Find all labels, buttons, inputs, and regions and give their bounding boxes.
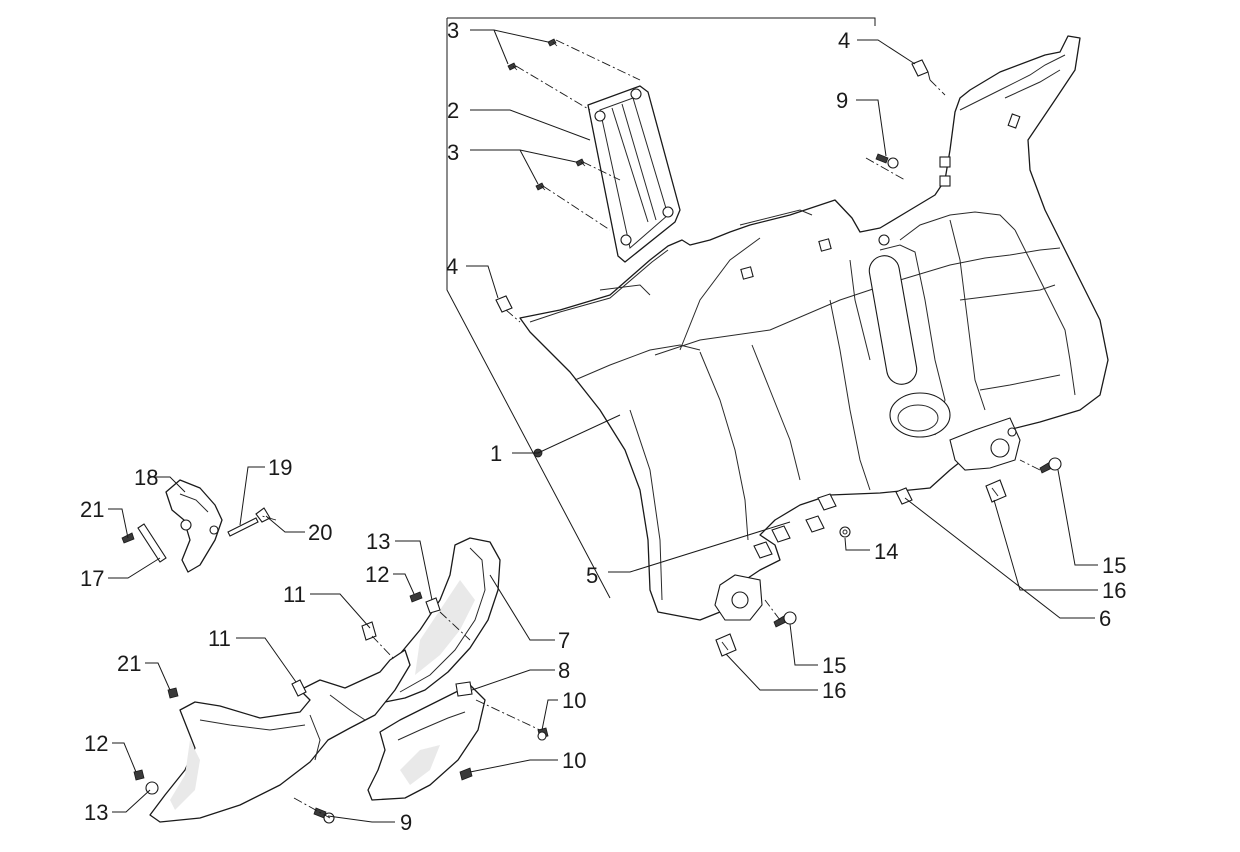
callout-7: 7 [558,628,570,653]
screw-15-lower [773,611,797,628]
callout-15-lower: 15 [822,653,846,678]
callout-9-lower: 9 [400,810,412,835]
screw-9-upper [875,153,899,169]
callout-5: 5 [586,563,598,588]
screw-10-lower [459,767,473,781]
callout-3-top: 3 [447,18,459,43]
lower-left-trim [149,621,411,823]
screw-21-lower [167,687,179,699]
clip-16-right [985,479,1007,503]
nut-14 [839,526,851,538]
callout-2: 2 [447,98,459,123]
callout-4-left: 4 [446,254,458,279]
clip-4-upper [911,59,931,81]
clip-20 [255,507,271,523]
callout-3-middle: 3 [447,140,459,165]
callout-12-lower: 12 [84,731,108,756]
callout-14: 14 [874,539,898,564]
leg-shield-panel [519,35,1109,621]
leader-lines [108,29,1098,823]
pin-19 [227,517,259,537]
callout-16-lower: 16 [822,678,846,703]
screw-10-upper [537,727,549,741]
callout-19: 19 [268,455,292,480]
callout-21-lower: 21 [117,651,141,676]
clips-lower-panel [753,493,837,559]
grille-panel [587,85,681,263]
callout-15-right: 15 [1102,553,1126,578]
callout-21-upper: 21 [80,497,104,522]
bracket-18 [165,479,223,573]
screw-9-lower [313,807,335,824]
callout-13-upper: 13 [366,529,390,554]
screw-21-upper [121,532,135,544]
callout-16-right: 16 [1102,578,1126,603]
callout-13-lower: 13 [84,800,108,825]
callout-10-lower: 10 [562,748,586,773]
screw-15-right [1039,457,1062,474]
clip-16-lower [715,633,737,657]
callout-1: 1 [490,441,502,466]
assembly-lines [261,39,1041,819]
group-bracket-side [446,18,611,599]
screw-12-upper [409,591,423,603]
callout-4-top: 4 [838,28,850,53]
callout-12-upper: 12 [365,562,389,587]
callout-11-upper: 11 [283,582,306,607]
callout-10-upper: 10 [562,688,586,713]
screw-12-lower [133,769,145,781]
callout-11-lower: 11 [208,626,231,651]
group-bracket-top [447,17,876,26]
callout-8: 8 [558,658,570,683]
lower-trim-8 [367,681,486,801]
callout-9-top: 9 [836,88,848,113]
screw-group-3 [507,38,586,191]
plate-17 [137,523,167,563]
callout-18: 18 [134,465,158,490]
callout-20: 20 [308,520,332,545]
clip-13-upper [425,597,441,614]
callout-17: 17 [80,566,104,591]
callout-6: 6 [1099,606,1111,631]
clip-4-left [495,295,513,313]
callout-labels: 3 2 3 4 9 4 1 5 6 14 15 16 15 16 7 8 10 … [80,18,1126,835]
